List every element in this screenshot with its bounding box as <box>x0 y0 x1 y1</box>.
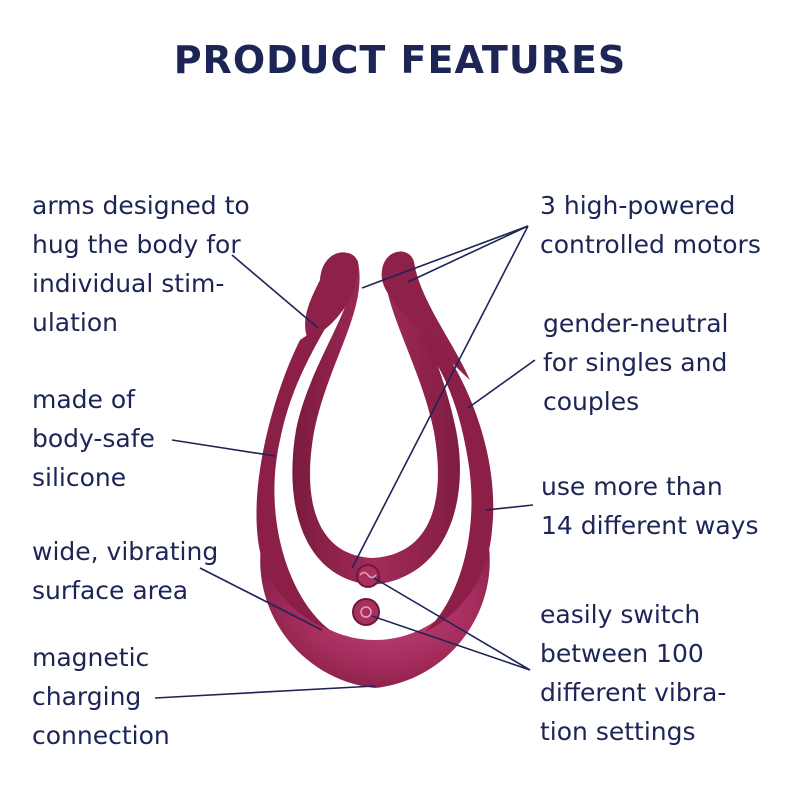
leader-settings-2 <box>371 615 531 671</box>
leader-motors-3 <box>351 225 529 569</box>
leader-gender <box>467 359 536 409</box>
leader-material <box>171 439 276 457</box>
leader-surface <box>199 567 323 631</box>
feature-motors: 3 high-powered controlled motors <box>540 191 761 259</box>
product-base <box>260 540 490 688</box>
left-arm-tip <box>305 252 359 340</box>
feature-charging: magnetic charging connection <box>32 643 170 750</box>
feature-ways: use more than 14 different ways <box>541 472 759 540</box>
leader-ways <box>485 504 534 511</box>
product-outer-left <box>256 320 330 630</box>
leader-motors-2 <box>407 225 529 283</box>
leader-motors-1 <box>361 225 529 289</box>
leader-charging <box>154 685 376 699</box>
feature-settings: easily switch between 100 different vibr… <box>540 600 727 746</box>
button-wave-icon <box>359 571 377 579</box>
right-arm-tip <box>381 251 470 380</box>
product-body <box>292 252 460 585</box>
leader-arms <box>231 254 319 329</box>
leader-settings-1 <box>373 577 531 671</box>
product-outer-right <box>420 330 494 632</box>
feature-surface: wide, vibrating surface area <box>32 537 219 605</box>
page-title: PRODUCT FEATURES <box>173 38 627 82</box>
feature-gender: gender-neutral for singles and couples <box>543 309 729 416</box>
power-icon <box>360 606 372 618</box>
feature-material: made of body-safe silicone <box>32 385 155 492</box>
feature-arms: arms designed to hug the body for indivi… <box>32 191 250 337</box>
lower-button <box>352 598 380 626</box>
